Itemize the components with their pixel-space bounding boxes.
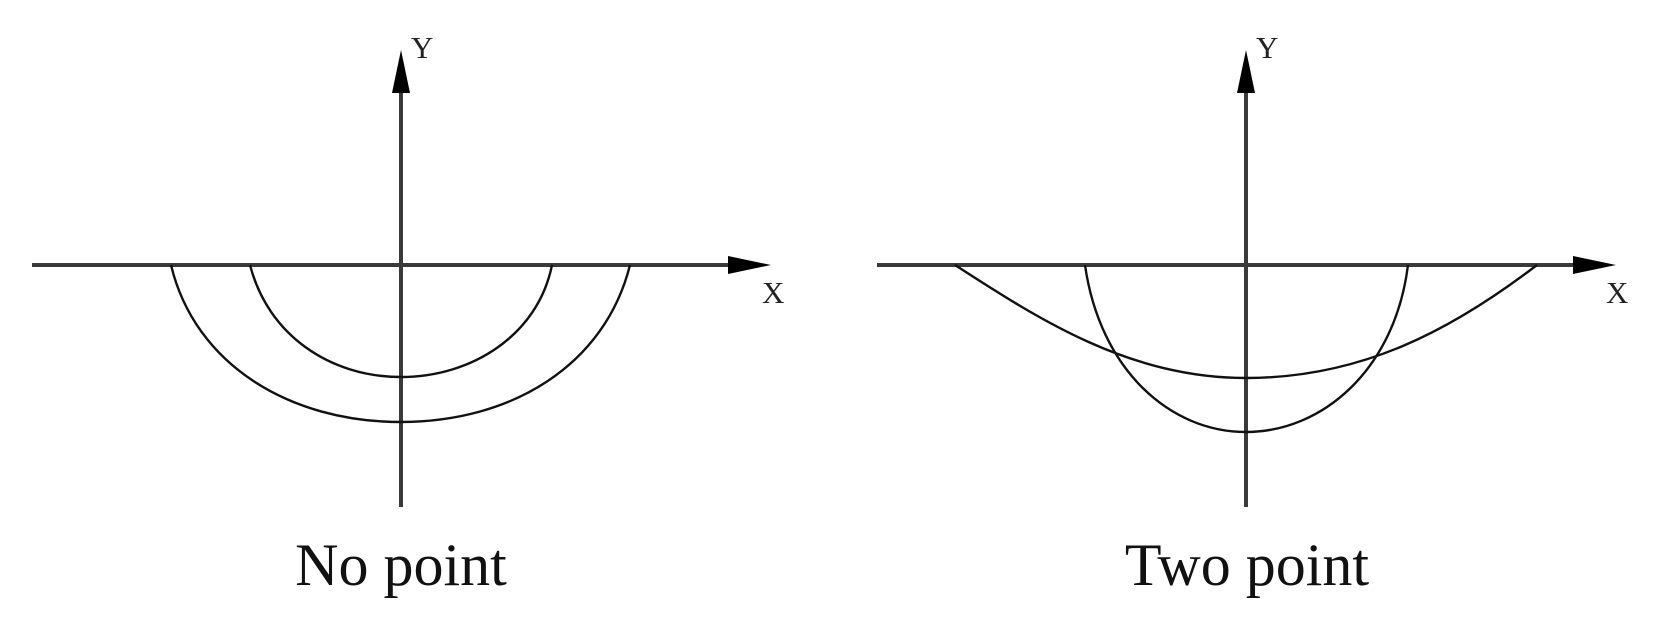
y-axis-arrow-icon — [1237, 50, 1255, 93]
caption-two-point: Two point — [1125, 532, 1369, 598]
diagram-two-point: X Y Two point — [877, 30, 1628, 598]
wide-shallow-curve — [954, 263, 1538, 380]
inner-arc — [248, 264, 554, 379]
x-axis-arrow-icon — [1573, 256, 1616, 274]
x-axis-arrow-icon — [728, 256, 771, 274]
x-axis-label: X — [762, 275, 784, 310]
caption-no-point: No point — [295, 532, 507, 598]
x-axis-label: X — [1606, 275, 1628, 310]
outer-arc — [169, 264, 632, 424]
y-axis-label: Y — [1256, 30, 1278, 65]
y-axis-arrow-icon — [392, 50, 410, 93]
diagram-no-point: X Y No point — [32, 30, 784, 598]
narrow-deep-curve — [1083, 264, 1410, 434]
y-axis-label: Y — [411, 30, 433, 65]
